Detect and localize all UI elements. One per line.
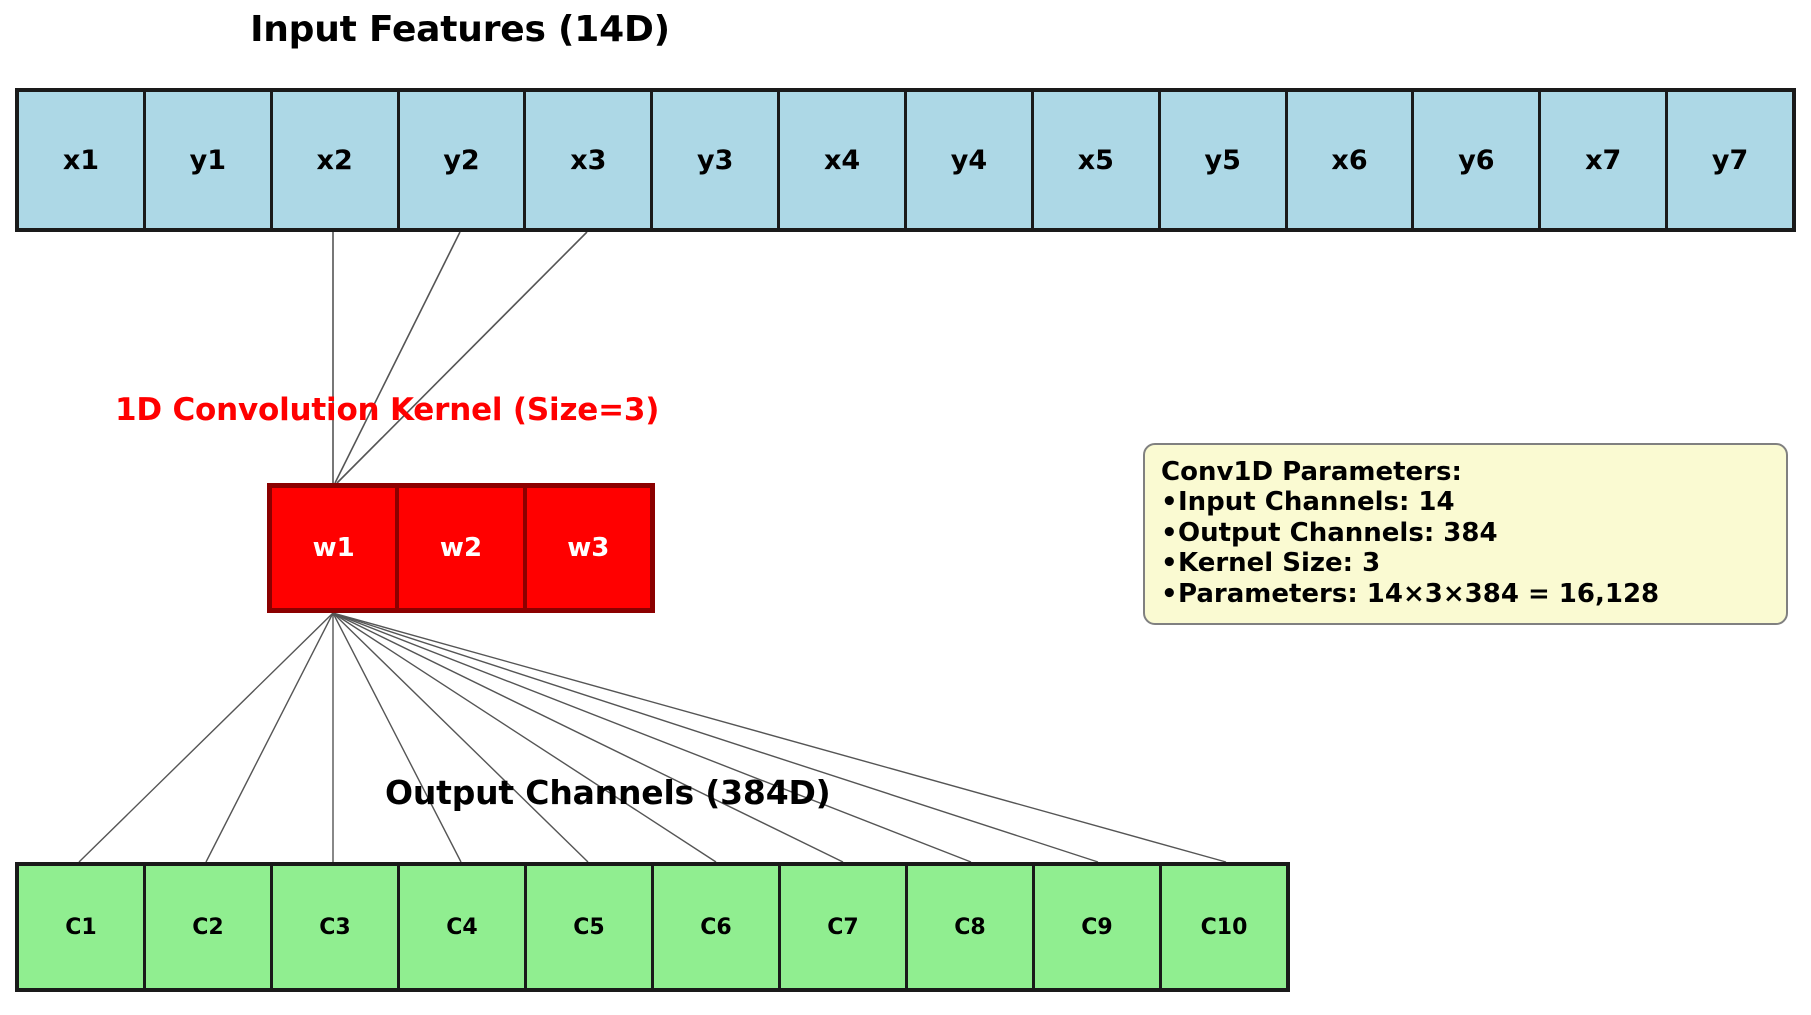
input-cell-label: x6 [1331,144,1368,176]
input-cell-y7[interactable]: y7 [1668,92,1793,228]
param-item-text: Parameters: 14×3×384 = 16,128 [1178,578,1660,609]
output-cell-label: C6 [700,914,732,940]
output-cell-label: C3 [319,914,351,940]
output-cell-c5[interactable]: C5 [527,866,654,988]
output-cell-c8[interactable]: C8 [908,866,1035,988]
input-features-title: Input Features (14D) [250,9,670,50]
link-kernel-to-C8 [332,612,972,863]
input-cell-label: y5 [1204,144,1241,176]
output-cell-c7[interactable]: C7 [781,866,908,988]
param-item-output-channels: •Output Channels: 384 [1161,518,1770,548]
kernel-cell-w2[interactable]: w2 [399,488,527,608]
input-cell-y6[interactable]: y6 [1414,92,1542,228]
input-cell-label: y1 [189,144,226,176]
kernel-cell-label: w1 [312,533,355,563]
input-cell-y2[interactable]: y2 [399,92,527,228]
output-cell-c1[interactable]: C1 [19,866,146,988]
input-cell-x7[interactable]: x7 [1541,92,1669,228]
output-channels-row: C1 C2 C3 C4 C5 C6 C7 C8 C9 C10 [15,862,1290,992]
input-cell-label: x7 [1585,144,1622,176]
link-kernel-to-C9 [332,612,1099,863]
input-cell-y3[interactable]: y3 [653,92,781,228]
output-cell-c10[interactable]: C10 [1162,866,1286,988]
input-cell-x3[interactable]: x3 [526,92,654,228]
input-cell-x1[interactable]: x1 [19,92,146,228]
input-cell-y1[interactable]: y1 [145,92,273,228]
output-cell-label: C5 [573,914,605,940]
output-cell-label: C4 [446,914,478,940]
output-cell-c4[interactable]: C4 [400,866,527,988]
output-cell-label: C10 [1200,914,1248,940]
input-cell-x6[interactable]: x6 [1287,92,1415,228]
output-cell-label: C8 [954,914,986,940]
output-cell-c3[interactable]: C3 [273,866,400,988]
kernel-title: 1D Convolution Kernel (Size=3) [115,392,660,428]
input-cell-x2[interactable]: x2 [272,92,400,228]
input-cell-label: y4 [950,144,988,176]
param-item-kernel-size: •Kernel Size: 3 [1161,548,1770,578]
link-kernel-to-C4 [332,612,462,863]
output-cell-label: C7 [827,914,859,940]
link-input-y2-to-kernel [334,231,461,484]
output-cell-c9[interactable]: C9 [1035,866,1162,988]
link-kernel-to-C5 [332,612,589,863]
input-cell-y5[interactable]: y5 [1160,92,1288,228]
output-cell-label: C9 [1081,914,1113,940]
output-cell-c2[interactable]: C2 [146,866,273,988]
link-kernel-to-C1 [78,612,334,863]
input-cell-label: x4 [823,144,861,176]
input-cell-x5[interactable]: x5 [1033,92,1161,228]
input-features-row: x1 y1 x2 y2 x3 y3 x4 y4 x5 y5 x6 y6 x7 y… [15,88,1796,232]
bullet-icon: • [1161,487,1178,518]
param-item-text: Kernel Size: 3 [1178,548,1381,579]
input-cell-label: x2 [316,144,353,176]
link-input-x3-to-kernel [336,231,588,484]
input-cell-label: y7 [1711,144,1749,176]
kernel-cell-w1[interactable]: w1 [272,488,400,608]
input-cell-label: y2 [443,144,480,176]
bullet-icon: • [1161,578,1178,609]
output-cell-c6[interactable]: C6 [654,866,781,988]
link-kernel-to-C10 [332,612,1227,863]
link-kernel-to-C7 [332,612,844,863]
output-cell-label: C2 [192,914,224,940]
param-item-text: Output Channels: 384 [1178,517,1498,548]
kernel-cell-label: w3 [567,533,610,563]
input-cell-x4[interactable]: x4 [780,92,908,228]
conv-kernel-row: w1 w2 w3 [267,483,655,613]
bullet-icon: • [1161,517,1178,548]
param-item-parameters: •Parameters: 14×3×384 = 16,128 [1161,579,1770,609]
param-box-heading: Conv1D Parameters: [1161,457,1462,487]
link-kernel-to-C2 [205,612,334,863]
param-item-input-channels: •Input Channels: 14 [1161,487,1770,517]
input-cell-label: y3 [697,144,734,176]
output-channels-title: Output Channels (384D) [385,773,831,812]
param-item-text: Input Channels: 14 [1178,487,1455,518]
link-kernel-to-C6 [332,612,717,863]
conv1d-parameters-box: Conv1D Parameters: •Input Channels: 14 •… [1143,443,1788,626]
output-cell-label: C1 [65,914,97,940]
bullet-icon: • [1161,548,1178,579]
param-box-list: •Input Channels: 14 •Output Channels: 38… [1161,487,1770,609]
kernel-cell-label: w2 [439,533,483,563]
kernel-cell-w3[interactable]: w3 [526,488,650,608]
input-cell-y4[interactable]: y4 [907,92,1034,228]
input-cell-label: x5 [1077,144,1114,176]
input-cell-label: y6 [1458,144,1495,176]
input-cell-label: x1 [62,144,100,176]
input-cell-label: x3 [570,144,607,176]
